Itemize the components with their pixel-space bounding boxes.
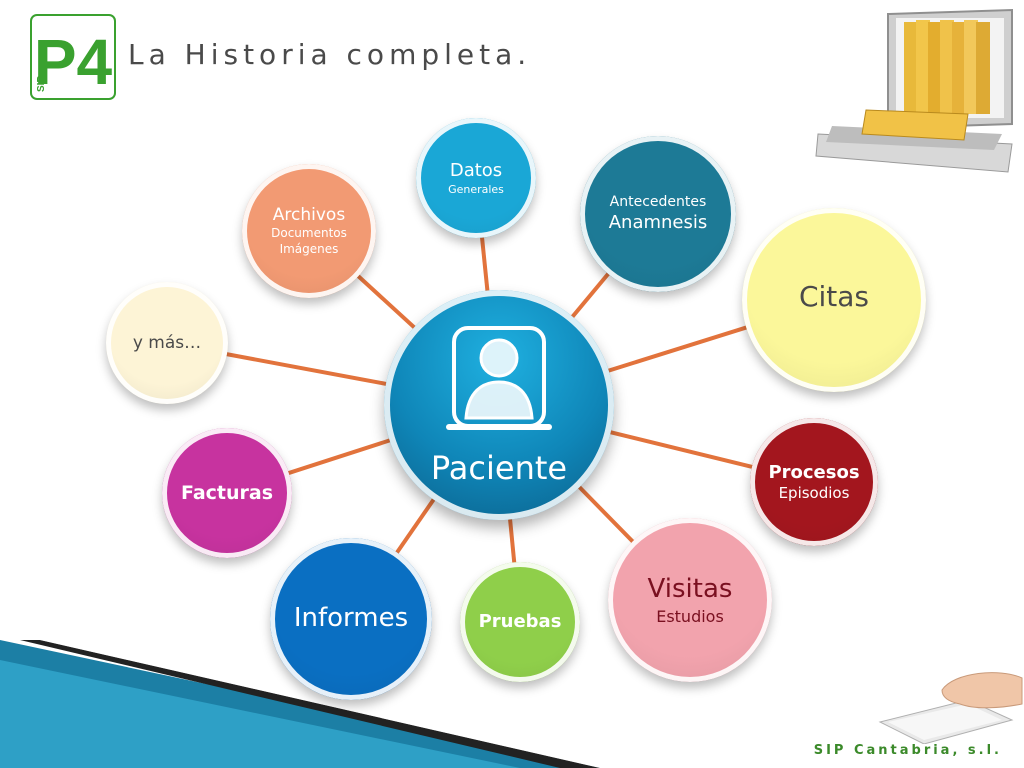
footer-company: SIP Cantabria, s.l. bbox=[813, 743, 1002, 758]
node-title: Informes bbox=[293, 603, 409, 634]
laptop-folders-image bbox=[815, 8, 1013, 173]
node-citas: Citas bbox=[742, 208, 926, 392]
center-node-paciente: Paciente bbox=[384, 290, 614, 520]
node-facturas: Facturas bbox=[162, 428, 292, 558]
logo-subtext: SIP bbox=[36, 76, 47, 92]
node-subtitle: Generales bbox=[448, 182, 504, 196]
logo-text: P4 bbox=[34, 26, 113, 98]
node-title: y más… bbox=[132, 332, 202, 353]
node-subtitle-2: Imágenes bbox=[279, 242, 339, 257]
node-y-mas: y más… bbox=[106, 282, 228, 404]
node-datos-generales: Datos Generales bbox=[416, 118, 536, 238]
node-title: Procesos bbox=[768, 461, 860, 483]
sip-p4-logo: P4 SIP bbox=[30, 14, 116, 100]
center-label: Paciente bbox=[430, 449, 568, 487]
corner-decoration bbox=[0, 640, 600, 768]
node-title: Visitas bbox=[647, 573, 733, 604]
node-title: Archivos bbox=[272, 205, 346, 226]
node-archivos-documentos-imagenes: Archivos Documentos Imágenes bbox=[242, 164, 376, 298]
keyboard-hand-image bbox=[878, 672, 1023, 744]
node-subtitle: Anamnesis bbox=[608, 212, 708, 234]
node-pruebas: Pruebas bbox=[460, 562, 580, 682]
node-antecedentes-anamnesis: Antecedentes Anamnesis bbox=[580, 136, 736, 292]
page-title: La Historia completa. bbox=[128, 38, 532, 71]
node-title: Datos bbox=[449, 160, 503, 182]
node-subtitle: Documentos bbox=[271, 226, 347, 241]
node-title: Antecedentes bbox=[609, 194, 707, 211]
node-subtitle: Estudios bbox=[656, 606, 724, 626]
node-subtitle: Episodios bbox=[778, 483, 850, 502]
node-procesos-episodios: Procesos Episodios bbox=[750, 418, 878, 546]
node-title: Facturas bbox=[180, 481, 274, 504]
patient-icon bbox=[446, 326, 552, 430]
node-informes: Informes bbox=[270, 538, 432, 700]
node-title: Pruebas bbox=[478, 611, 562, 633]
node-visitas-estudios: Visitas Estudios bbox=[608, 518, 772, 682]
node-title: Citas bbox=[798, 279, 870, 313]
